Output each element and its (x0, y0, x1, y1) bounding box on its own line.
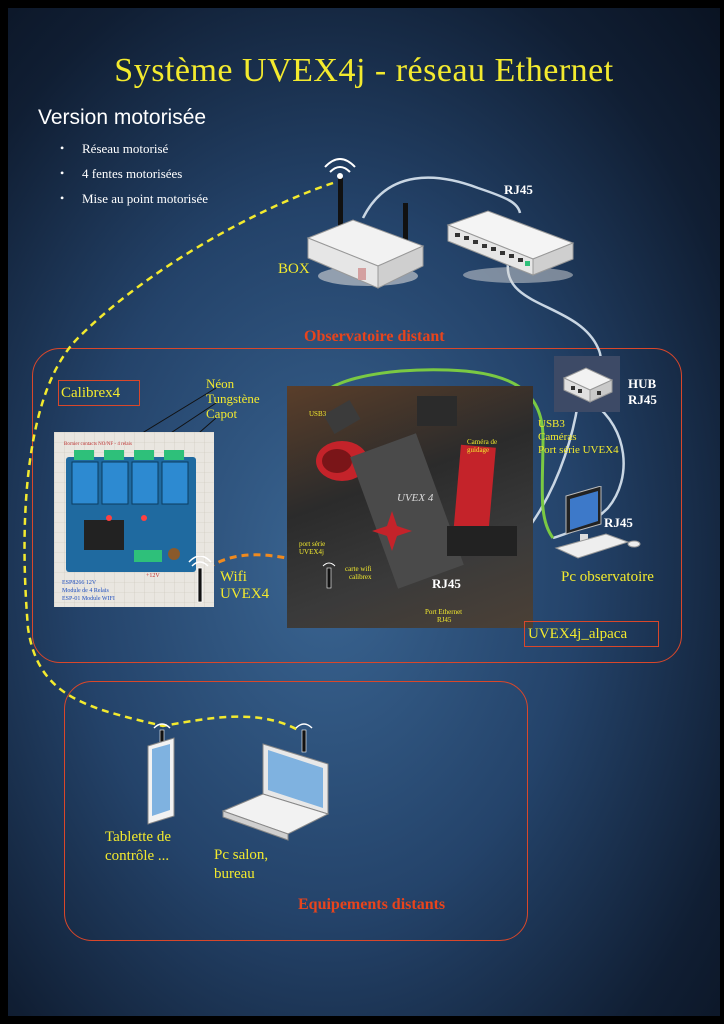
feature-list: Réseau motorisé 4 fentes motorisées Mise… (58, 136, 208, 211)
pc-observatoire-icon (554, 486, 641, 559)
label-neon: Néon (206, 376, 235, 391)
page-title: Système UVEX4j - réseau Ethernet (114, 52, 614, 89)
board-12v: +12V (146, 573, 160, 579)
hub-icon (554, 356, 620, 412)
relay-board-photo: Bornier contacts NO/NF - 4 relais ESP826… (54, 432, 214, 607)
feature-item: Réseau motorisé (58, 136, 208, 161)
feature-item: 4 fentes motorisées (58, 161, 208, 186)
wifi-link-box-tablet (23, 181, 334, 732)
label-tungstene: Tungstène (206, 391, 260, 406)
calibrex-outputs: Néon Tungstène Capot (206, 376, 260, 421)
calibrex-label: Calibrex4 (58, 380, 140, 406)
tablet-label-line2: contrôle ... (105, 848, 170, 864)
diagram-page: Système UVEX4j - réseau Ethernet Version… (8, 8, 720, 1016)
pc-salon-label-line2: bureau (214, 866, 255, 882)
relay-board-drawing: Bornier contacts NO/NF - 4 relais ESP826… (54, 432, 214, 607)
observatoire-label: Observatoire distant (304, 328, 445, 345)
usb3-label-line2: Caméras (538, 431, 577, 443)
hub-label-line1: HUB (628, 376, 657, 391)
photo-camera-line2: guidage (467, 446, 489, 454)
hub-label-line2: RJ45 (628, 392, 657, 407)
wifi-label-line1: Wifi (220, 569, 247, 585)
board-header-text: Bornier contacts NO/NF - 4 relais (64, 442, 132, 447)
ethernet-box-switch (361, 176, 522, 219)
photo-wifi-line1: carte wifi (345, 565, 372, 573)
photo-ethernet-line1: Port Ethernet (425, 608, 462, 616)
alpaca-label: UVEX4j_alpaca (524, 621, 659, 647)
wifi-antenna-uvex-icon (188, 556, 212, 603)
board-esp-line3: ESP-01 Module WIFI (62, 596, 115, 602)
label-capot: Capot (206, 406, 238, 421)
subtitle: Version motorisée (38, 106, 207, 129)
wifi-uvex-label: Wifi UVEX4 (220, 569, 269, 603)
ethernet-switch-icon (446, 210, 575, 283)
spectrograph-drawing: UVEX 4 USB3 Caméra de guidage port série… (299, 396, 517, 624)
laptop-icon (221, 723, 330, 841)
spectrograph-photo: UVEX 4 USB3 Caméra de guidage port série… (287, 386, 533, 628)
observatoire-region (32, 348, 682, 663)
board-esp-line1: ESP8266 12V (62, 580, 97, 586)
wifi-link-uvex (207, 553, 324, 570)
rj45-switch-label: RJ45 (504, 182, 533, 197)
usb3-label-line3: Port série UVEX4 (538, 444, 619, 456)
rj45-pc-label: RJ45 (604, 515, 633, 530)
board-esp-line2: Module de 4 Relais (62, 588, 109, 594)
photo-usb3: USB3 (309, 410, 327, 418)
usb3-label: USB3 Caméras Port série UVEX4 (538, 418, 619, 457)
tablet-icon (147, 723, 175, 825)
box-label: BOX (278, 261, 310, 277)
photo-wifi-antenna-icon (322, 562, 336, 589)
usb3-label-line1: USB3 (538, 418, 565, 430)
photo-brand: UVEX 4 (397, 492, 434, 504)
usb3-cable (308, 368, 555, 539)
photo-wifi-line2: calibrex (349, 573, 372, 581)
photo-port-serie-line1: port série (299, 540, 325, 548)
wifi-label-line2: UVEX4 (220, 586, 270, 602)
equipements-label: Equipements distants (298, 896, 446, 913)
router-box-icon (306, 158, 425, 289)
photo-camera-line1: Caméra de (467, 438, 497, 446)
pc-salon-label-line1: Pc salon, (214, 847, 269, 863)
tablet-label: Tablette de contrôle ... (105, 828, 171, 866)
rj45-photo-label: RJ45 (432, 576, 461, 591)
photo-port-serie-line2: UVEX4j (299, 548, 324, 556)
equipements-region (64, 681, 528, 941)
photo-ethernet-line2: RJ45 (437, 616, 452, 624)
pc-observatoire-label: Pc observatoire (561, 569, 654, 585)
feature-item: Mise au point motorisée (58, 186, 208, 211)
hub-label: HUB RJ45 (628, 376, 657, 408)
pc-salon-label: Pc salon, bureau (214, 846, 268, 884)
tablet-label-line1: Tablette de (105, 829, 171, 845)
